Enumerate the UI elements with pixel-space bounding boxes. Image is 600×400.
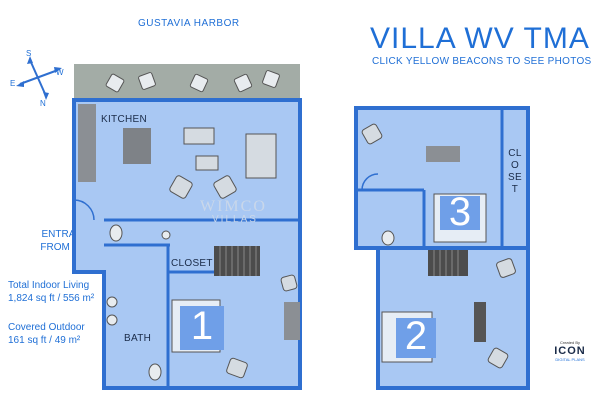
outdoor-area-value: 161 sq ft / 49 m² bbox=[8, 335, 81, 346]
armchair bbox=[226, 357, 248, 379]
armchair bbox=[361, 123, 383, 145]
desk bbox=[284, 302, 300, 340]
desk bbox=[474, 302, 486, 342]
indoor-area-title: Total Indoor Living bbox=[8, 280, 90, 291]
compass-n-label: N bbox=[40, 99, 46, 108]
logo-tagline: DIGITAL PLANS bbox=[555, 357, 585, 362]
terrace-chair bbox=[233, 73, 253, 93]
logo-name: ICON bbox=[554, 345, 586, 357]
compass-rose: S W E N bbox=[10, 49, 64, 108]
sink bbox=[106, 314, 118, 326]
door-swing bbox=[361, 173, 379, 191]
beacon-1 bbox=[180, 306, 224, 350]
compass-ew-line bbox=[19, 69, 59, 85]
harbor-label: GUSTAVIA HARBOR bbox=[138, 18, 240, 29]
photo-beacon-2[interactable]: 2 bbox=[404, 314, 428, 358]
compass-s-label: S bbox=[26, 49, 31, 58]
main-floor bbox=[72, 98, 302, 390]
toilet bbox=[381, 230, 395, 246]
room-label-closet-vertical: CLOSET bbox=[508, 148, 522, 195]
room-label-kitchen: KITCHEN bbox=[101, 114, 147, 125]
armchair bbox=[213, 175, 237, 199]
outdoor-area: Covered Outdoor 161 sq ft / 49 m² bbox=[8, 321, 85, 347]
armchair bbox=[169, 175, 193, 199]
room-label-bath: BATH bbox=[124, 333, 152, 344]
sofa bbox=[183, 127, 215, 145]
compass-w-label: W bbox=[56, 68, 64, 77]
watermark: WIMCO bbox=[200, 198, 267, 215]
dining-table bbox=[245, 133, 277, 179]
coffee-table bbox=[195, 155, 219, 171]
stair-steps bbox=[219, 246, 257, 276]
terrace-chair bbox=[189, 73, 209, 93]
compass-arrow-w bbox=[54, 67, 62, 73]
stairs bbox=[214, 246, 260, 276]
indoor-area: Total Indoor Living 1,824 sq ft / 556 m² bbox=[8, 279, 94, 305]
beacon-3 bbox=[440, 196, 480, 230]
terrace-chair bbox=[262, 70, 280, 88]
page-title: VILLA WV TMA bbox=[370, 22, 590, 55]
page-subtitle: CLICK YELLOW BEACONS TO SEE PHOTOS bbox=[372, 56, 592, 67]
armchair bbox=[280, 274, 298, 292]
icon-logo: Created By ICON DIGITAL PLANS bbox=[550, 340, 590, 362]
photo-beacon-3[interactable]: 3 bbox=[448, 190, 472, 234]
entrance-label: ENTRANCE FROM HALL bbox=[40, 229, 98, 253]
photo-beacon-1[interactable]: 1 bbox=[190, 304, 214, 348]
outdoor-area-title: Covered Outdoor bbox=[8, 322, 85, 333]
armchair bbox=[496, 258, 516, 278]
indoor-area-value: 1,824 sq ft / 556 m² bbox=[8, 293, 95, 304]
watermark-sub: VILLAS bbox=[212, 214, 258, 225]
compass-e-label: E bbox=[10, 79, 15, 88]
compass-arrow-n bbox=[43, 92, 49, 100]
room-label-closet: CLOSET bbox=[171, 258, 213, 269]
dresser bbox=[426, 146, 460, 162]
kitchen-counter bbox=[78, 104, 96, 182]
stairs bbox=[428, 250, 468, 276]
door-swing bbox=[73, 199, 95, 221]
armchair bbox=[487, 347, 509, 369]
basin bbox=[161, 230, 171, 240]
terrace-chair bbox=[138, 72, 156, 90]
compass-arrow-s bbox=[27, 56, 33, 64]
stair-steps bbox=[433, 250, 459, 276]
terrace-chair bbox=[105, 73, 125, 93]
compass-arrow-e bbox=[16, 81, 24, 87]
kitchen-island bbox=[123, 128, 151, 164]
toilet bbox=[148, 363, 162, 381]
beacon-2 bbox=[396, 318, 436, 358]
toilet bbox=[109, 224, 123, 242]
sink bbox=[106, 296, 118, 308]
logo-credit: Created By bbox=[559, 340, 580, 345]
